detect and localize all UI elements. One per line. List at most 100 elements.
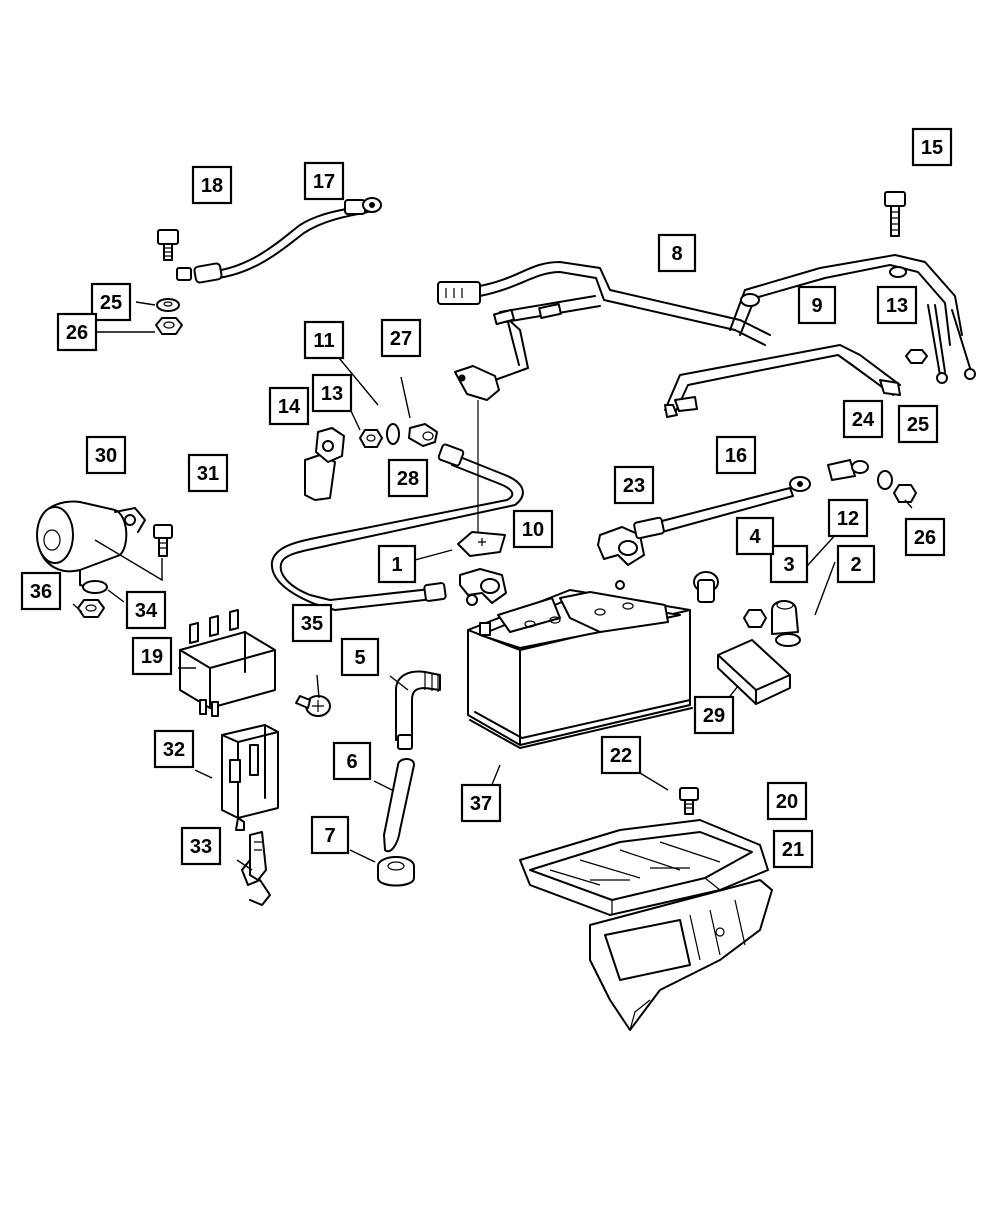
callout-33: 33 [180,826,222,866]
bracket-part-29 [717,639,791,705]
callout-37: 37 [460,783,502,823]
callout-23: 23 [613,465,655,505]
svg-text:33: 33 [190,836,212,858]
svg-text:28: 28 [397,468,419,490]
nut-part-26b [893,484,917,503]
svg-text:12: 12 [837,508,859,530]
positive-cable-part-1 [270,400,524,611]
svg-text:13: 13 [321,383,343,405]
callout-24: 24 [842,399,884,439]
svg-text:34: 34 [135,600,158,622]
callout-9: 9 [797,285,837,325]
grommet-part-7 [377,856,415,887]
svg-text:5: 5 [354,647,365,669]
callout-3: 3 [769,544,809,584]
washer-part-11 [386,423,400,445]
svg-text:15: 15 [921,137,943,159]
callout-16: 16 [715,435,757,475]
callout-25a: 25 [90,282,132,322]
callout-12: 12 [827,498,869,538]
svg-text:23: 23 [623,475,645,497]
svg-text:13: 13 [886,295,908,317]
svg-text:11: 11 [313,330,334,352]
callout-35: 35 [291,603,333,643]
svg-text:31: 31 [197,463,219,485]
svg-text:9: 9 [811,295,822,317]
svg-text:2: 2 [850,554,861,576]
screw-part-35 [295,695,331,717]
svg-text:30: 30 [95,445,117,467]
bolt-part-15 [884,191,906,237]
ground-cable-part [176,197,382,284]
callout-25b: 25 [897,404,939,444]
relay-socket-part-32 [221,724,279,831]
battery-cable-part-16 [597,476,811,590]
callout-1: 1 [377,544,417,584]
callout-8: 8 [657,233,697,273]
svg-text:21: 21 [782,839,804,861]
cap-part-12 [771,600,799,635]
terminal-cover-part-10 [457,531,506,557]
svg-text:26: 26 [66,322,88,344]
washer-part-34 [82,580,108,594]
svg-text:4: 4 [749,526,761,548]
callout-36: 36 [20,571,62,611]
battery-cable-part-9 [729,254,976,384]
washer-part-2 [775,633,801,647]
battery-part-37 [467,589,693,749]
svg-text:25: 25 [100,292,122,314]
callout-27: 27 [380,318,422,358]
bolt-part-18 [157,229,179,261]
cable-lug-part [827,459,869,481]
wiring-harness-part-8 [437,261,771,401]
svg-text:24: 24 [852,409,875,431]
svg-text:20: 20 [776,791,798,813]
terminal-part-27 [408,423,438,447]
callout-15: 15 [911,127,953,167]
vent-hose-part-6 [383,758,415,853]
callout-34: 34 [125,590,167,630]
svg-text:3: 3 [783,554,794,576]
bolt-part-22 [679,787,699,815]
callout-19: 19 [131,636,173,676]
callout-11: 11 [303,320,345,360]
battery-tray-part-20 [519,819,769,916]
callout-18: 18 [191,165,233,205]
battery-cable-part-24 [664,344,901,418]
washer-part-25a [156,298,180,312]
bolt-part-31 [153,524,173,557]
svg-text:29: 29 [703,705,725,727]
battery-clamp-part [459,568,507,606]
callout-4: 4 [735,516,775,556]
svg-text:36: 36 [30,581,52,603]
svg-text:17: 17 [313,171,335,193]
nut-part-13a [359,429,383,448]
callout-26a: 26 [56,312,98,352]
callout-29: 29 [693,695,735,735]
callout-13a: 13 [311,373,353,413]
starter-solenoid-part-30 [36,500,146,591]
callout-32: 32 [153,729,195,769]
callout-30: 30 [85,435,127,475]
svg-text:14: 14 [278,396,301,418]
svg-text:1: 1 [391,554,402,576]
nut-part-small [905,349,928,364]
svg-text:19: 19 [141,646,163,668]
relay-part-19 [179,609,276,717]
svg-text:18: 18 [201,175,223,197]
tray-support-part-21 [589,879,773,1031]
svg-text:16: 16 [725,445,747,467]
callout-17: 17 [303,161,345,201]
svg-text:25: 25 [907,414,929,436]
nut-part-3 [743,609,767,628]
vent-elbow-part-5 [395,670,441,750]
callout-28: 28 [387,458,429,498]
callout-10: 10 [512,509,554,549]
svg-text:7: 7 [324,825,335,847]
svg-text:8: 8 [671,243,682,265]
nut-part-36 [77,599,105,618]
callout-31: 31 [187,453,229,493]
callout-21: 21 [772,829,814,869]
svg-text:32: 32 [163,739,185,761]
